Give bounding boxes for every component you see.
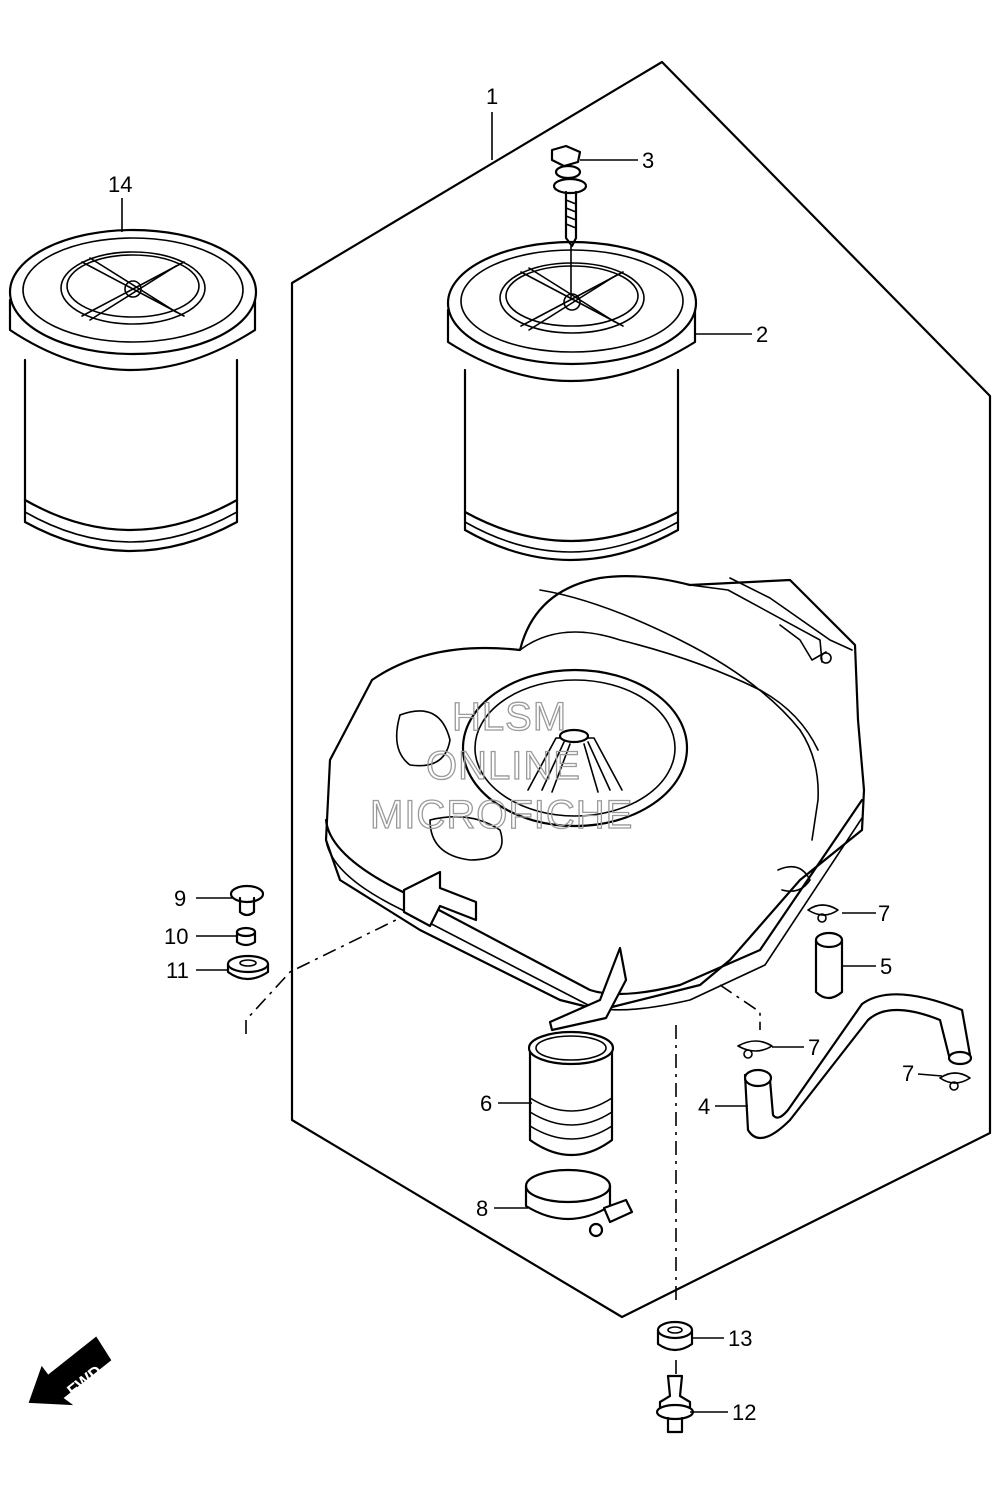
- part-7-clip-b[interactable]: [737, 1040, 773, 1059]
- callout-7c: 7: [902, 1061, 914, 1086]
- leader-lines: [121, 112, 943, 1413]
- assembly-lines: [245, 917, 761, 1378]
- callout-13: 13: [728, 1326, 752, 1351]
- part-10-collar[interactable]: [235, 926, 257, 947]
- part-14-air-filter-element[interactable]: [8, 228, 258, 553]
- watermark-line-2: ONLINE: [426, 744, 581, 788]
- watermark-line-1: HLSM: [452, 695, 567, 739]
- part-6-intake-duct[interactable]: [527, 1030, 615, 1157]
- part-2-air-filter-element[interactable]: [446, 240, 698, 562]
- callout-11: 11: [166, 958, 189, 983]
- callout-10: 10: [164, 924, 188, 949]
- callout-4: 4: [698, 1094, 710, 1119]
- callout-2: 2: [756, 322, 768, 347]
- callout-3: 3: [642, 148, 654, 173]
- part-8-hose-clamp[interactable]: [524, 1168, 634, 1238]
- part-3-wing-bolt[interactable]: [550, 144, 588, 300]
- callout-12: 12: [732, 1400, 756, 1425]
- assembly-boundary: [290, 60, 992, 1319]
- part-4-drain-hose[interactable]: [743, 993, 973, 1140]
- callout-14: 14: [108, 172, 132, 197]
- part-7-clip-c[interactable]: [939, 1072, 971, 1091]
- callout-5: 5: [880, 954, 892, 979]
- part-13-grommet[interactable]: [656, 1320, 694, 1352]
- air-cleaner-box[interactable]: [324, 575, 866, 1032]
- callout-9: 9: [174, 886, 186, 911]
- part-7-clip-a[interactable]: [807, 904, 839, 923]
- callout-7a: 7: [878, 901, 890, 926]
- part-12-drain-plug[interactable]: [655, 1374, 695, 1434]
- part-5-hose[interactable]: [814, 931, 844, 1000]
- callout-8: 8: [476, 1196, 488, 1221]
- callout-6: 6: [480, 1091, 492, 1116]
- callout-7b: 7: [808, 1035, 820, 1060]
- callout-labels: 1 14 3 2 7 5 7 7 4 6 8 9 10 11 13 12: [108, 84, 914, 1425]
- watermark: HLSM ONLINE MICROFICHE: [369, 694, 633, 837]
- callout-1: 1: [486, 84, 498, 109]
- part-11-grommet[interactable]: [226, 954, 270, 981]
- part-9-bolt[interactable]: [229, 884, 265, 917]
- fwd-direction-arrow-icon: FWD: [28, 1336, 112, 1406]
- watermark-line-3: MICROFICHE: [370, 793, 633, 837]
